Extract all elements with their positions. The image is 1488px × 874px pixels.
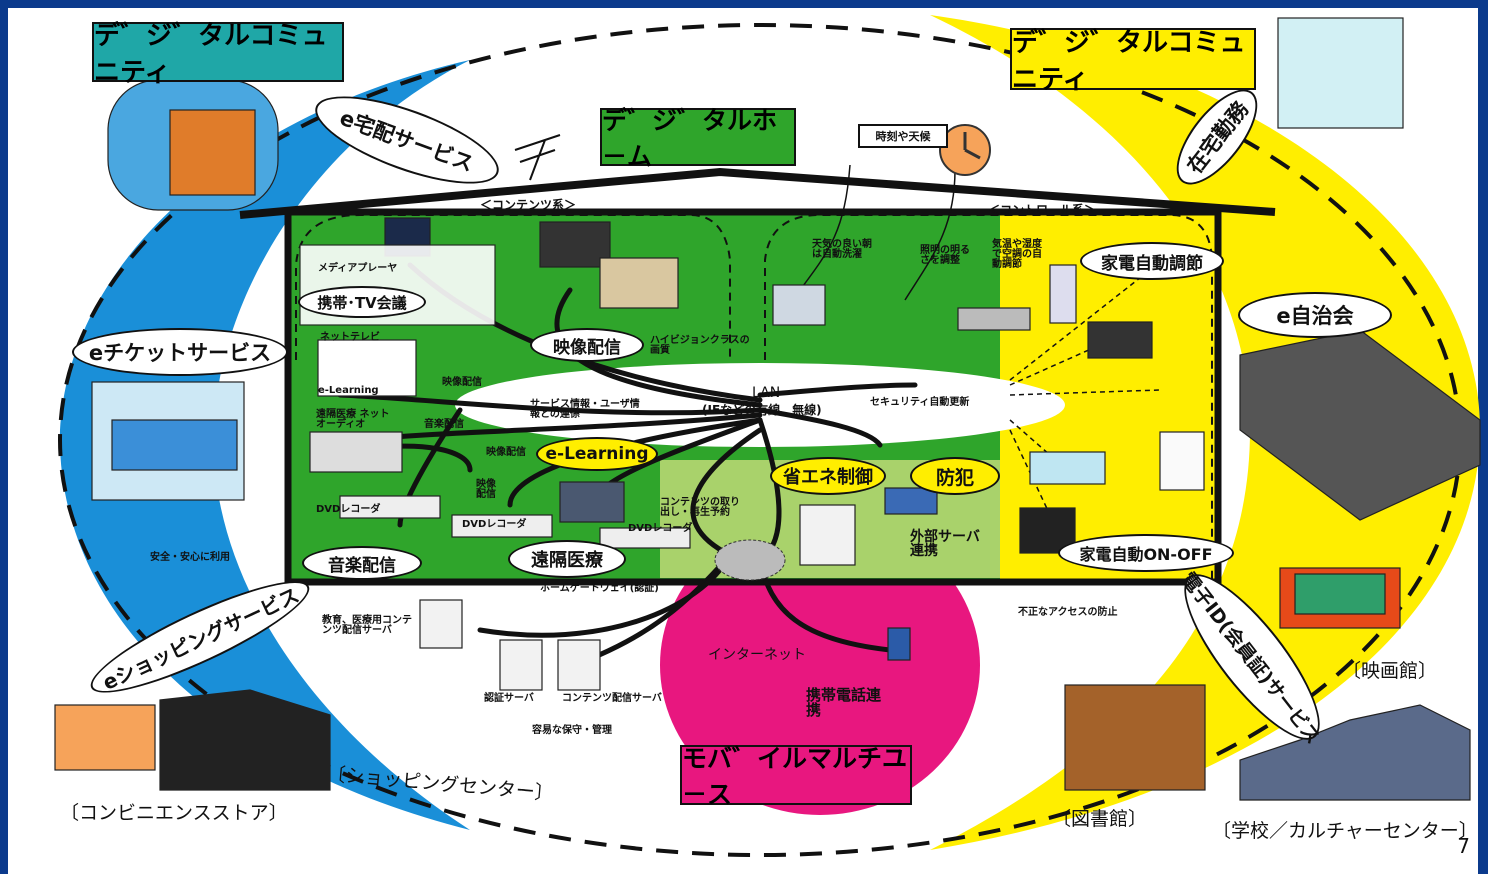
yellow-community-region	[930, 15, 1480, 850]
hivision-label: ハイビジョンクラスの画質	[650, 335, 750, 356]
remote-med-small-label: 遠隔医療 ネットオーディオ	[316, 409, 390, 430]
appliance-auto-adjust: 家電自動調節	[1080, 242, 1224, 280]
aircon-label: 気温や湿度で空調の自動調節	[992, 239, 1042, 270]
tv-conference: 携帯･TV会議	[298, 286, 426, 318]
home-gateway	[714, 539, 786, 581]
lighting-label: 照明の明るさを調整	[920, 245, 970, 266]
security-crime: 防犯	[910, 457, 1000, 495]
page-number: 7	[1457, 834, 1470, 858]
convenience-store-label: 〔コンビニエンスストア〕	[60, 802, 288, 824]
edu-med-server-label: 教育、医療用コンテンツ配信サーバ	[322, 615, 412, 636]
slide-frame-top	[0, 0, 1488, 8]
slide-frame-right	[1478, 0, 1488, 874]
security-update-label: セキュリティ自動更新	[870, 397, 970, 408]
dvd-recorder-2: DVDレコーダ	[462, 519, 527, 530]
slide-frame-left	[0, 0, 8, 874]
music-dist-small: 音楽配信	[424, 419, 464, 430]
video-dist-small-1: 映像配信	[442, 377, 482, 388]
lan-label: LAN	[752, 385, 781, 401]
video-dist-small-3: 映像配信	[476, 479, 496, 500]
community-title-left: デ゛ジ゛タルコミュニティ	[92, 21, 344, 88]
weather-label: 時刻や天候	[858, 124, 948, 148]
content-server-label: コンテンツ配信サーバ	[562, 693, 662, 704]
elearning: e-Learning	[536, 437, 658, 471]
house-roof	[239, 167, 1276, 219]
home-title: デ゛ジ゛タルホ－ム	[600, 106, 796, 171]
e-council-service: e自治会	[1238, 292, 1392, 338]
device-illustrations	[299, 217, 1205, 691]
unauthorized-label: 不正なアクセスの防止	[1018, 607, 1118, 618]
community-title-right: デ゛ジ゛タルコミュニティ	[1010, 28, 1256, 95]
control-dashed-area	[764, 214, 1213, 580]
music-distribution: 音楽配信	[302, 546, 422, 580]
video-distribution: 映像配信	[530, 328, 644, 362]
mobile-title: モバ゛イルマルチユ－ス	[680, 744, 912, 809]
antenna	[514, 134, 561, 181]
home-gateway-label: ホームゲートウェイ(認証)	[540, 583, 659, 594]
appliance-auto-onoff: 家電自動ON-OFF	[1058, 534, 1234, 572]
safe-use-label: 安全・安心に利用	[150, 552, 230, 563]
dvd-recorder-1: DVDレコーダ	[316, 504, 381, 515]
outside-illustrations	[54, 17, 1481, 801]
net-tv-label: ネットテレビ	[320, 332, 380, 343]
contents-label: ＜コンテンツ系＞	[480, 198, 577, 212]
service-info-label: サービス情報・ユーザ情報との連係	[530, 399, 640, 420]
control-label: ＜コントロール系＞	[988, 203, 1097, 217]
laundry-label: 天気の良い朝は自動洗濯	[812, 239, 872, 260]
remote-medicine: 遠隔医療	[508, 540, 626, 578]
cinema-label: 〔映画館〕	[1342, 660, 1438, 682]
house-wall	[284, 208, 1222, 586]
contents-pull-label: コンテンツの取り出し・再生予約	[660, 497, 740, 518]
easy-maint-label: 容易な保守・管理	[532, 725, 612, 736]
energy-control: 省エネ制御	[770, 457, 886, 495]
lan-sublabel: (IEなどの有線、無線)	[702, 403, 822, 417]
external-server-label: 外部サーバ連携	[910, 529, 980, 559]
mobile-region	[660, 515, 980, 815]
e-ticket-service: eチケットサービス	[72, 328, 288, 376]
school-label: 〔学校／カルチャーセンター〕	[1212, 820, 1478, 842]
media-player-label: メディアプレーヤ	[318, 263, 398, 274]
mobile-link-label: 携帯電話連携	[806, 686, 882, 719]
video-dist-small-2: 映像配信	[486, 447, 526, 458]
library-label: 〔図書館〕	[1052, 808, 1148, 830]
dvd-recorder-3: DVDレコーダ	[628, 523, 693, 534]
auth-server-label: 認証サーバ	[484, 693, 534, 704]
elearning-small-label: e-Learning	[318, 385, 379, 396]
internet-label: インターネット	[708, 647, 806, 663]
weather-links	[799, 164, 956, 301]
